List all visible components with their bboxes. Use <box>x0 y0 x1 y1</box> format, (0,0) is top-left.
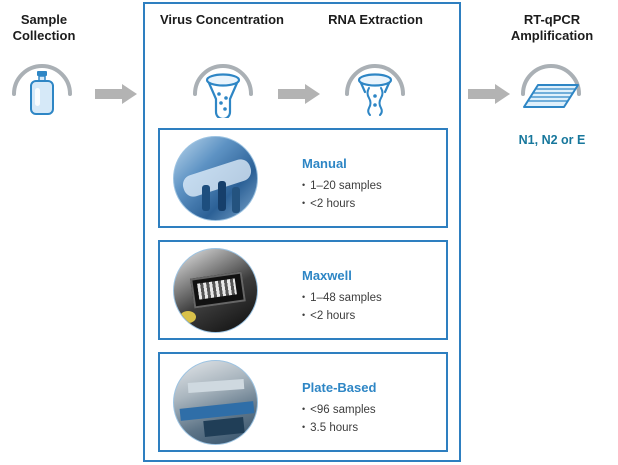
step-header-rtqpcr-amplification: RT-qPCR Amplification <box>510 12 594 44</box>
bullet-item: <96 samples <box>302 402 376 420</box>
liquid-handler-photo <box>173 360 258 445</box>
method-title: Manual <box>302 156 347 171</box>
bullet-item: 3.5 hours <box>302 420 376 438</box>
step-header-rna-extraction: RNA Extraction <box>328 12 423 27</box>
method-card-plate-based: Plate-Based <96 samples 3.5 hours <box>158 352 448 452</box>
step-header-sample-collection: Sample Collection <box>12 12 76 44</box>
pcr-targets-label: N1, N2 or E <box>518 133 586 147</box>
bullet-item: 1–20 samples <box>302 178 382 196</box>
method-bullet-list: 1–20 samples <2 hours <box>302 178 382 214</box>
arrow-icon <box>278 84 322 104</box>
method-title: Plate-Based <box>302 380 377 395</box>
arc-icon <box>12 64 72 96</box>
method-card-maxwell: Maxwell 1–48 samples <2 hours <box>158 240 448 340</box>
method-card-manual: Manual 1–20 samples <2 hours <box>158 128 448 228</box>
arrow-icon <box>95 84 139 104</box>
sample-bottle-glyph <box>30 71 54 115</box>
bullet-item: 1–48 samples <box>302 290 382 308</box>
bottle-icon <box>6 58 78 118</box>
rna-strands-glyph <box>357 73 393 116</box>
arc-icon <box>345 64 405 96</box>
method-title: Maxwell <box>302 268 352 283</box>
arc-icon <box>521 64 581 96</box>
concentrator-glyph <box>205 73 241 118</box>
manual-method-photo <box>173 136 258 221</box>
arc-icon <box>193 64 253 96</box>
method-bullet-list: <96 samples 3.5 hours <box>302 402 376 438</box>
bullet-item: <2 hours <box>302 308 382 326</box>
extraction-icon <box>339 58 411 118</box>
maxwell-instrument-photo <box>173 248 258 333</box>
step-header-virus-concentration: Virus Concentration <box>159 12 284 27</box>
bullet-item: <2 hours <box>302 196 382 214</box>
arrow-icon <box>468 84 512 104</box>
pcr-plate-glyph <box>523 84 579 108</box>
pcr-plate-icon <box>515 58 587 118</box>
method-bullet-list: 1–48 samples <2 hours <box>302 290 382 326</box>
concentrator-icon <box>187 58 259 118</box>
